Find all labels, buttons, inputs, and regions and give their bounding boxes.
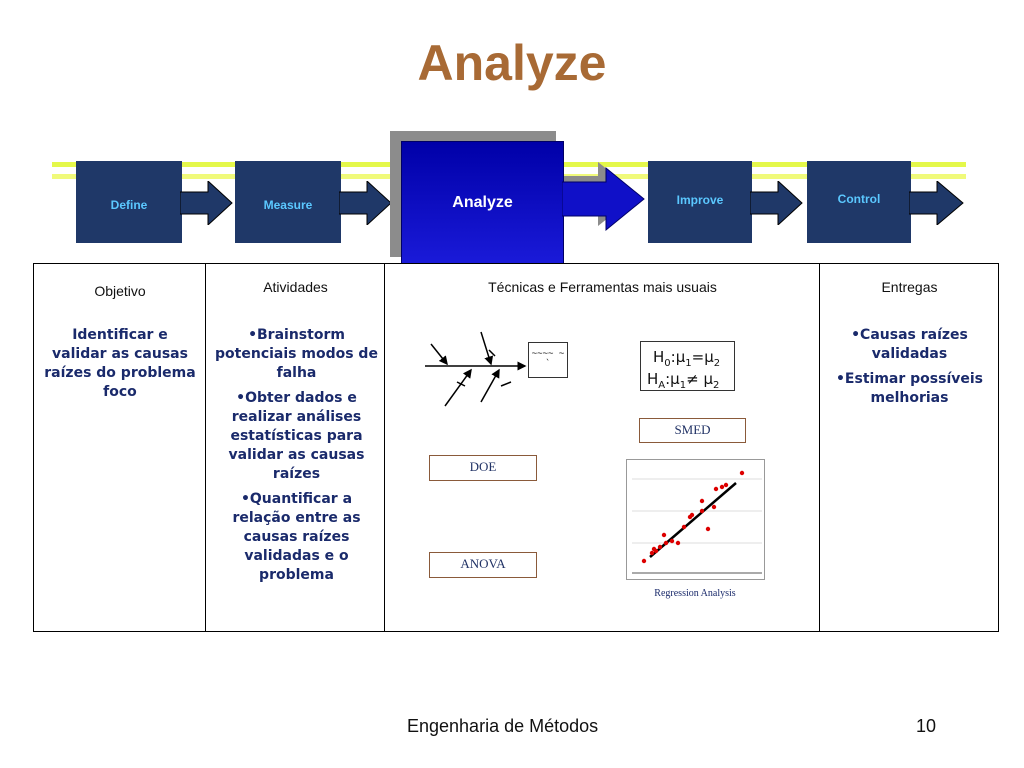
page-title: Analyze (417, 35, 607, 91)
ha-line: HA:μ1≠ μ2 (647, 370, 719, 391)
phase-measure-label: Measure (263, 198, 313, 212)
header-entregas: Entregas (881, 279, 938, 295)
phase-arrow-icon (750, 181, 803, 225)
column-entregas: Entregas •Causas raízes validadas •Estim… (819, 264, 999, 631)
ha-mu1: :μ (665, 370, 680, 388)
h0-sub1: 1 (685, 358, 692, 369)
entrega-item: •Estimar possíveis melhorias (835, 371, 983, 406)
analyze-arrow-icon (562, 166, 645, 232)
header-objetivo: Objetivo (94, 283, 146, 299)
h0-line: H0:μ1=μ2 (653, 348, 720, 369)
regression-label: Regression Analysis (654, 588, 736, 599)
phase-control-label: Control (837, 192, 881, 206)
phase-define-label: Define (110, 198, 148, 212)
h0-eq: =μ (691, 348, 714, 366)
phase-analyze-label: Analyze (452, 194, 513, 211)
fishbone-diagram-icon (425, 331, 527, 407)
phase-improve-label: Improve (676, 193, 724, 207)
phase-arrow-icon (180, 181, 233, 225)
ha-sub: A (658, 380, 666, 391)
atividades-list: •Brainstorm potenciais modos de falha •O… (214, 326, 379, 591)
h0-sub2: 2 (713, 358, 721, 369)
header-atividades: Atividades (263, 279, 328, 295)
column-tecnicas: Técnicas e Ferramentas mais usuais (384, 264, 820, 631)
ha-symbol: H (647, 370, 659, 388)
analyze-table: Objetivo Identificar e validar as causas… (33, 263, 999, 632)
header-tecnicas: Técnicas e Ferramentas mais usuais (488, 279, 717, 295)
h0-sub: 0 (664, 358, 671, 369)
atividade-item: •Quantificar a relação entre as causas r… (232, 491, 361, 583)
regression-plot-icon (626, 459, 765, 580)
ha-sub2: 2 (713, 380, 720, 391)
atividade-item: •Obter dados e realizar análises estatís… (228, 390, 365, 482)
doe-box: DOE (429, 455, 537, 481)
phase-improve[interactable]: Improve (648, 161, 752, 243)
footer-course: Engenharia de Métodos (407, 716, 599, 736)
phase-define[interactable]: Define (76, 161, 182, 243)
atividade-item: •Brainstorm potenciais modos de falha (215, 327, 378, 381)
column-atividades: Atividades •Brainstorm potenciais modos … (205, 264, 385, 631)
phase-arrow-icon (339, 181, 392, 225)
smed-box: SMED (639, 418, 746, 443)
h0-symbol: H (653, 348, 665, 366)
phase-control[interactable]: Control (807, 161, 911, 243)
hypothesis-box: H0:μ1=μ2 HA:μ1≠ μ2 (640, 341, 735, 391)
entrega-item: •Causas raízes validadas (851, 327, 968, 362)
ha-sub1: 1 (679, 380, 687, 391)
column-objetivo: Objetivo Identificar e validar as causas… (34, 264, 206, 631)
ha-neq: ≠ μ (686, 370, 713, 388)
h0-mu1: :μ (670, 348, 686, 366)
footer-page-number: 10 (916, 716, 937, 736)
anova-box: ANOVA (429, 552, 537, 578)
entregas-list: •Causas raízes validadas •Estimar possív… (830, 326, 989, 414)
phase-analyze[interactable]: Analyze (401, 141, 564, 264)
objetivo-text: Identificar e validar as causas raízes d… (44, 327, 196, 400)
fishbone-effect-box: ~~~~ ~ ` (528, 342, 568, 378)
phase-measure[interactable]: Measure (235, 161, 341, 243)
phase-arrow-icon (909, 181, 964, 225)
